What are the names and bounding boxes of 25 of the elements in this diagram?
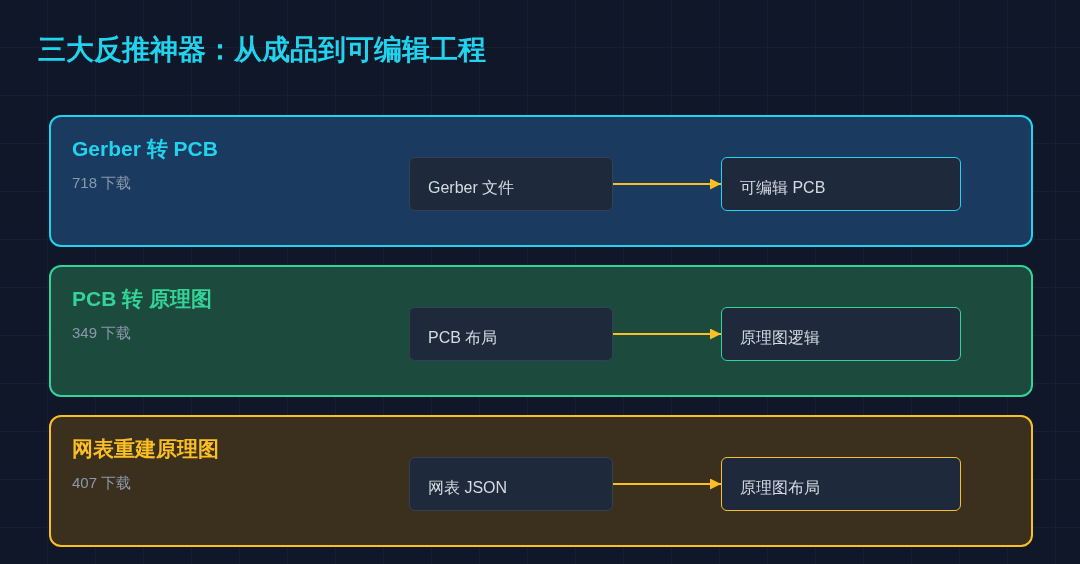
box-label: 网表 JSON: [428, 478, 508, 498]
box-label: 可编辑 PCB: [740, 178, 826, 198]
input-box: [409, 157, 613, 211]
download-count: 349 下载: [72, 323, 132, 343]
arrow: [612, 178, 722, 190]
box-label: PCB 布局: [428, 328, 498, 348]
process-card: [49, 115, 1033, 247]
input-box: [409, 457, 613, 511]
card-title: PCB 转 原理图: [72, 286, 212, 312]
output-box: [721, 307, 961, 361]
box-label: 原理图逻辑: [740, 328, 820, 348]
process-card: [49, 265, 1033, 397]
input-box: [409, 307, 613, 361]
download-count: 407 下载: [72, 473, 132, 493]
arrow: [612, 478, 722, 490]
card-title: Gerber 转 PCB: [72, 136, 218, 162]
download-count: 718 下载: [72, 173, 132, 193]
box-label: Gerber 文件: [428, 178, 515, 198]
arrow: [612, 328, 722, 340]
process-card: [49, 415, 1033, 547]
output-box: [721, 157, 961, 211]
diagram-title: 三大反推神器：从成品到可编辑工程: [38, 33, 486, 67]
card-title: 网表重建原理图: [72, 436, 219, 462]
output-box: [721, 457, 961, 511]
box-label: 原理图布局: [740, 478, 820, 498]
